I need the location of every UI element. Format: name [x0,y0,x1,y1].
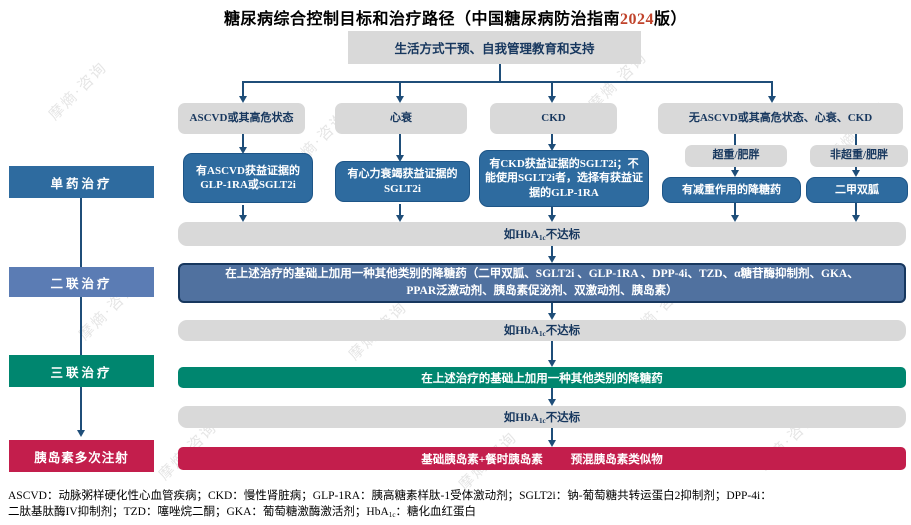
connector-line [399,82,401,96]
connector-line [734,167,736,171]
arrow-down-icon [548,96,556,103]
connector-line [242,82,244,96]
arrow-down-icon [852,215,860,222]
hba1c-text: 如HbA1c不达标 [503,228,581,243]
connector-line [771,82,773,96]
connector-line [551,82,553,96]
hba1c-text: 如HbA1c不达标 [503,411,581,426]
triple-therapy-bar: 在上述治疗的基础上加用一种其他类别的降糖药 [178,367,906,388]
connector-line [855,203,857,215]
connector-line [855,167,857,171]
connector-line [242,134,244,147]
insulin-premixed: 预混胰岛素类似物 [570,453,663,466]
arrow-down-icon [239,147,247,154]
arrow-down-icon [768,96,776,103]
drug-box-ckd: 有CKD获益证据的SGLT2i；不能使用SGLT2i者，选择有获益证据的GLP-… [479,150,649,207]
subbranch-overweight: 超重/肥胖 [685,145,787,167]
subbranch-not-overweight: 非超重/肥胖 [810,145,908,167]
arrow-down-icon [548,399,556,406]
abbreviation-footnote: ASCVD：动脉粥样硬化性心血管疾病；CKD：慢性肾脏病；GLP-1RA：胰高糖… [8,488,772,523]
connector-line [734,203,736,215]
connector-line [551,428,553,440]
insulin-basal-bolus: 基础胰岛素+餐时胰岛素 [421,453,543,466]
arrow-down-icon [548,313,556,320]
arrow-down-icon [239,215,247,222]
hba1c-not-reached-bar-3: 如HbA1c不达标 [178,406,906,428]
insulin-regimen-bar: 基础胰岛素+餐时胰岛素 预混胰岛素类似物 [178,447,906,470]
arrow-down-icon [731,170,739,177]
connector-line [855,134,857,145]
arrow-down-icon [548,360,556,367]
branch-header-heart-failure: 心衰 [335,103,467,134]
connector-line [242,205,244,215]
watermark: 摩熵·咨询 [46,59,111,124]
connector-line [399,204,401,215]
arrow-down-icon [396,215,404,222]
arrow-down-icon [852,170,860,177]
connector-line [551,388,553,399]
arrow-down-icon [548,256,556,263]
title-year: 2024 [620,11,654,28]
title-suffix: 版） [654,11,688,28]
stage-triple-therapy: 三联治疗 [9,355,154,387]
hba1c-text: 如HbA1c不达标 [503,325,581,339]
connector-line [499,64,501,82]
hba1c-not-reached-bar-2: 如HbA1c不达标 [178,320,906,341]
connector-line [734,134,736,145]
arrow-down-icon [77,430,85,437]
arrow-down-icon [731,215,739,222]
page-title: 糖尿病综合控制目标和治疗路径（中国糖尿病防治指南2024版） [0,5,911,29]
arrow-down-icon [396,155,404,162]
stage-rail-line [80,198,82,430]
connector-line [399,134,401,155]
arrow-down-icon [548,215,556,222]
stage-dual-therapy: 二联治疗 [9,267,154,297]
arrow-down-icon [548,440,556,447]
lifestyle-intervention-box: 生活方式干预、自我管理教育和支持 [348,31,641,64]
stage-monotherapy: 单药治疗 [9,166,154,198]
arrow-down-icon [239,96,247,103]
connector-line [551,207,553,215]
connector-line [551,341,553,360]
branch-header-no-ascvd: 无ASCVD或其高危状态、心衰、CKD [658,103,903,134]
arrow-down-icon [396,96,404,103]
branch-header-ascvd: ASCVD或其高危状态 [178,103,305,134]
branch-header-ckd: CKD [490,103,617,134]
connector-line [551,134,553,144]
hba1c-not-reached-bar-1: 如HbA1c不达标 [178,222,906,246]
stage-insulin-injections: 胰岛素多次注射 [9,440,154,472]
footnote-line-2: 二肽基肽酶IV抑制剂；TZD：噻唑烷二酮；GKA：葡萄糖激酶激活剂；HbA1c：… [8,506,476,520]
drug-box-metformin: 二甲双胍 [806,177,908,203]
connector-rail [242,81,773,83]
dual-therapy-bar: 在上述治疗的基础上加用一种其他类别的降糖药（二甲双胍、SGLT2i 、GLP-1… [178,263,906,303]
title-text: 糖尿病综合控制目标和治疗路径（中国糖尿病防治指南 [223,11,620,28]
arrow-down-icon [548,144,556,151]
drug-box-weight-loss: 有减重作用的降糖药 [662,177,801,203]
drug-box-ascvd: 有ASCVD获益证据的GLP-1RA或SGLT2i [183,153,313,203]
drug-box-heart-failure: 有心力衰竭获益证据的SGLT2i [335,161,470,202]
footnote-line-1: ASCVD：动脉粥样硬化性心血管疾病；CKD：慢性肾脏病；GLP-1RA：胰高糖… [8,490,772,502]
connector-line [551,303,553,313]
connector-line [551,246,553,256]
